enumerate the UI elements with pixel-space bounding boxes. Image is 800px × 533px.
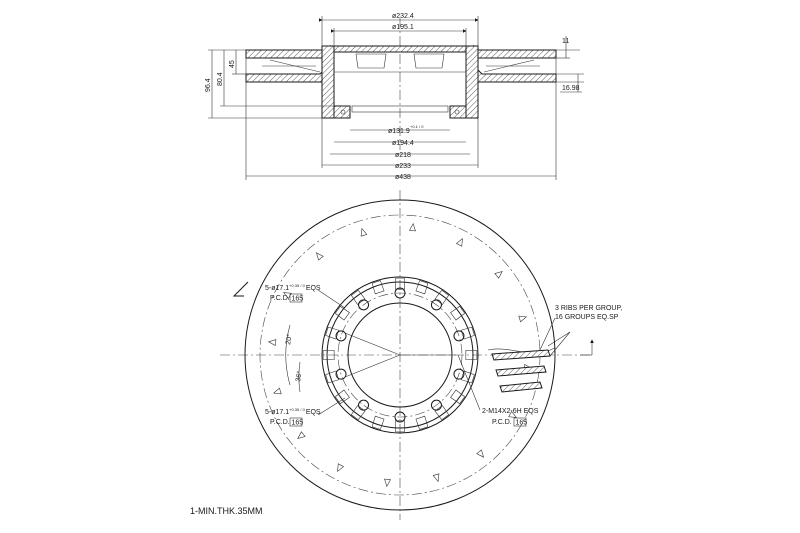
dim-h45: 45 [229, 60, 236, 68]
vent-slot [371, 280, 385, 295]
pcd-b-box [289, 417, 303, 427]
callout-bolt-b: 5-ø17.1+0.35 / 0EQS [265, 407, 321, 416]
section-view: ø232.4 ø195.1 ø131.9 +0.1 / 0 ø194.4 ø21… [205, 13, 584, 181]
dim-d131-tol: +0.1 / 0 [410, 124, 424, 129]
angle-label-36: 36° [294, 370, 304, 382]
rib-mark [432, 473, 440, 483]
vent-slot [415, 280, 429, 295]
vent-slots [322, 277, 478, 433]
dim-d194: ø194.4 [392, 140, 414, 147]
vent-slot [434, 405, 450, 421]
left-lower-plate [245, 68, 325, 83]
dim-t1698: 16.98 [562, 85, 580, 92]
min-thickness-note: 1-MIN.THK.35MM [190, 506, 263, 516]
view-marker [232, 281, 249, 297]
pcd-a-box [289, 293, 303, 303]
bolt-hole [335, 368, 347, 380]
vent-slot [415, 415, 429, 430]
left-hat-wall [321, 45, 335, 119]
vent-slot [395, 277, 405, 290]
callout-thread: 2-M14X2-6H EQS [482, 408, 539, 415]
bolt-hole [430, 299, 442, 311]
bolt-holes [335, 287, 465, 423]
vent-slot [434, 289, 450, 305]
dim-t11: 11 [562, 38, 569, 45]
dim-d131: ø131.9 [388, 128, 410, 135]
rib-mark [337, 463, 345, 472]
rib-mark [315, 252, 324, 261]
callout-pcd-c-label: P.C.D. [492, 419, 512, 426]
vent-slot [450, 305, 466, 321]
bolt-hole [430, 399, 442, 411]
hat-top [333, 45, 467, 53]
rib-mark [267, 339, 277, 346]
vent-slot [460, 370, 475, 384]
vent-slot [465, 350, 478, 360]
callout-pcd-b-label: P.C.D. [270, 419, 290, 426]
bolt-hole [358, 299, 370, 311]
vent-slot [350, 405, 366, 421]
dim-h96: 96.4 [205, 78, 212, 92]
vent-slot [450, 389, 466, 405]
bolt-hole [394, 411, 406, 423]
rib-mark [272, 387, 282, 395]
outer-rim [244, 199, 556, 511]
dim-d438: ø438 [395, 174, 411, 181]
vent-slot [322, 350, 335, 360]
hat-edge-circle [326, 281, 474, 429]
callout-bolt-a: 5-ø17.1+0.35 / 0EQS [265, 283, 321, 292]
rib-mark [476, 449, 485, 458]
rib-mark [518, 315, 528, 323]
bolt-hole [394, 287, 406, 299]
vent-slot [395, 420, 405, 433]
callout-pcd-b-val: 165 [292, 420, 304, 427]
rib-mark [508, 410, 517, 418]
rib-mark [360, 227, 368, 237]
rib-detail [487, 331, 594, 393]
dim-d233: ø233 [395, 163, 411, 170]
dim-d232: ø232.4 [392, 13, 414, 20]
dim-lines [208, 16, 584, 180]
vent-slot [334, 389, 350, 405]
rib-mark [297, 431, 306, 440]
rib-mark [455, 238, 463, 247]
dim-d218: ø218 [395, 152, 411, 159]
vent-slot [325, 326, 340, 340]
callout-pcd-c-val: 165 [516, 420, 528, 427]
bolt-pcd-circle [337, 292, 463, 418]
vent-slot [325, 370, 340, 384]
right-upper-plate [473, 44, 557, 59]
front-view [220, 190, 594, 520]
callout-pcd-a-val: 165 [292, 296, 304, 303]
rib-mark [384, 478, 391, 488]
right-lower-plate [477, 68, 557, 83]
bolt-hole [453, 368, 465, 380]
right-hat-wall [465, 45, 479, 119]
vent-slot [371, 415, 385, 430]
callout-ribs-line1: 3 RIBS PER GROUP, [555, 305, 622, 312]
bolt-hole [335, 330, 347, 342]
angle-label-20: 20° [284, 333, 294, 345]
vent-slot [460, 326, 475, 340]
rib-mark [409, 222, 416, 232]
rib-mark [494, 270, 503, 279]
bolt-hole [453, 330, 465, 342]
hat-outer-circle [321, 276, 479, 434]
left-upper-plate [245, 44, 331, 59]
callout-ribs-line2: 16 GROUPS EQ.SP [555, 314, 619, 321]
dim-d195: ø195.1 [392, 24, 414, 31]
rib-marks [267, 222, 533, 488]
vent-slot [350, 289, 366, 305]
dim-h80: 80.4 [217, 72, 224, 86]
bolt-hole [358, 399, 370, 411]
vent-slot [334, 305, 350, 321]
pcd-c-box [513, 417, 527, 427]
callout-pcd-a-label: P.C.D. [270, 295, 290, 302]
